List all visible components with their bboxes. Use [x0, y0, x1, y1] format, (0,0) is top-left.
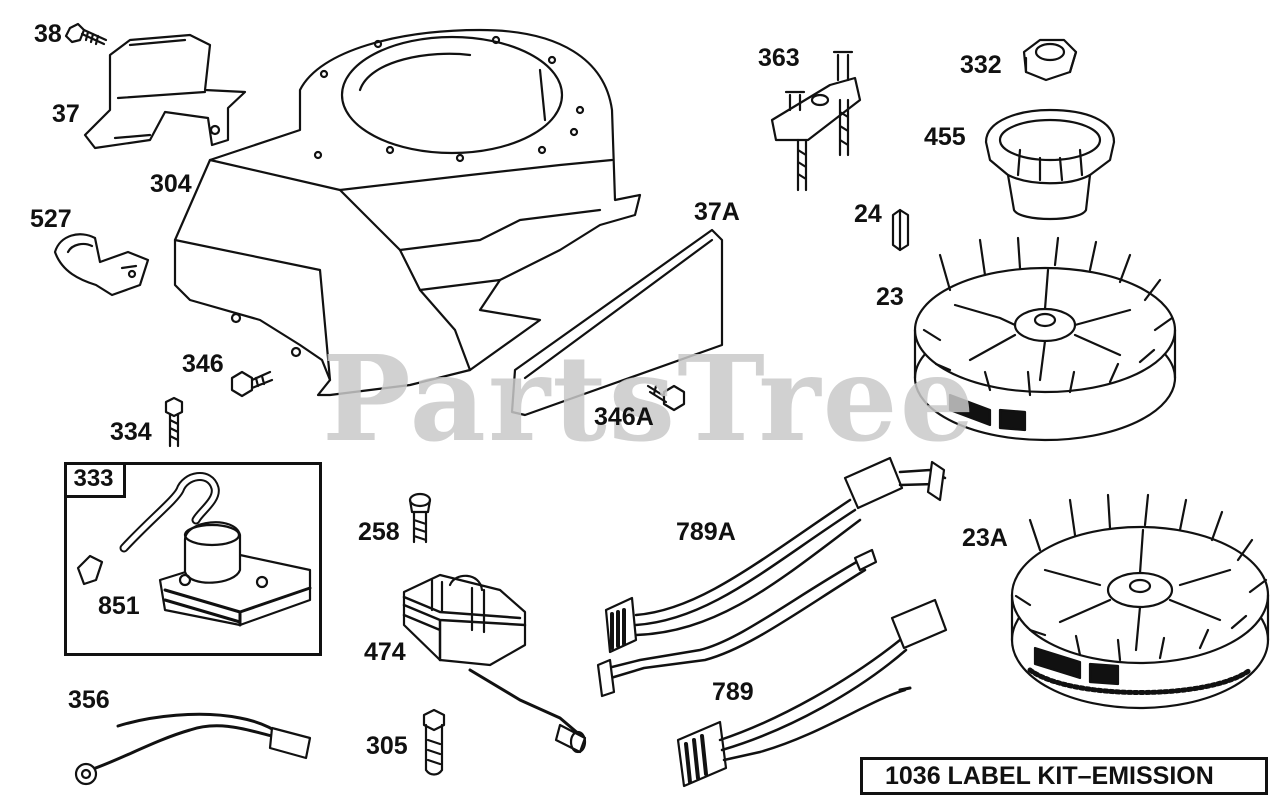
plate-37A: [510, 228, 724, 417]
callout-334[interactable]: 334: [110, 418, 152, 446]
cup-455: [984, 108, 1116, 221]
key-24: [891, 208, 910, 252]
nut-332: [1022, 38, 1078, 82]
callout-24[interactable]: 24: [854, 200, 882, 228]
bracket-363: [770, 50, 862, 192]
inset-box-333: [64, 462, 322, 656]
clip-527: [53, 233, 150, 297]
screw-346A: [646, 384, 686, 412]
callout-474[interactable]: 474: [364, 638, 406, 666]
bolt-334: [164, 396, 184, 448]
callout-346A[interactable]: 346A: [594, 403, 654, 431]
harness-789: [676, 598, 948, 788]
callout-356[interactable]: 356: [68, 686, 110, 714]
module-474: [402, 573, 587, 754]
screw-38: [64, 22, 108, 46]
callout-789[interactable]: 789: [712, 678, 754, 706]
callout-455[interactable]: 455: [924, 123, 966, 151]
kit-label-box[interactable]: 1036 LABEL KIT–EMISSION: [860, 757, 1268, 795]
spacer-305: [422, 708, 446, 776]
callout-38[interactable]: 38: [34, 20, 62, 48]
flywheel-23: [913, 236, 1177, 442]
callout-23[interactable]: 23: [876, 283, 904, 311]
callout-37A[interactable]: 37A: [694, 198, 740, 226]
callout-851[interactable]: 851: [98, 592, 140, 620]
callout-23A[interactable]: 23A: [962, 524, 1008, 552]
callout-363[interactable]: 363: [758, 44, 800, 72]
ground-wire-356: [74, 712, 312, 786]
callout-789A[interactable]: 789A: [676, 518, 736, 546]
bracket-37: [83, 33, 247, 150]
callout-304[interactable]: 304: [150, 170, 192, 198]
callout-527[interactable]: 527: [30, 205, 72, 233]
screw-346: [230, 370, 274, 398]
callout-333[interactable]: 333: [64, 462, 126, 498]
callout-332[interactable]: 332: [960, 51, 1002, 79]
harness-789A: [596, 456, 947, 698]
screw-258: [408, 492, 432, 544]
ignition-coil-851: [76, 472, 312, 627]
callout-346[interactable]: 346: [182, 350, 224, 378]
callout-258[interactable]: 258: [358, 518, 400, 546]
flywheel-23A: [1010, 493, 1270, 710]
callout-37[interactable]: 37: [52, 100, 80, 128]
callout-305[interactable]: 305: [366, 732, 408, 760]
blower-housing-304: [173, 28, 642, 397]
